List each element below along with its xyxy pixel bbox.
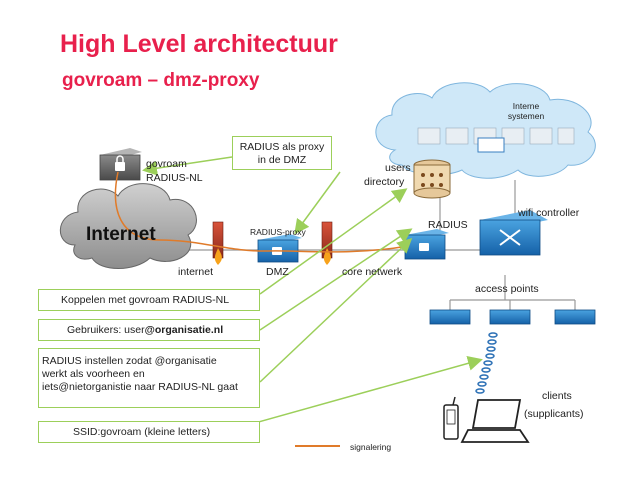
interne-systemen-label: Interne systemen <box>507 101 545 121</box>
clients-label-2: (supplicants) <box>524 408 584 420</box>
callout-arrows <box>142 156 483 431</box>
ssid-text: SSID:govroam (kleine letters) <box>73 426 211 438</box>
access-point-1-icon <box>429 309 471 325</box>
slide-title: High Level architectuur <box>60 30 338 58</box>
radius-proxy-callout: RADIUS als proxy in de DMZ <box>232 136 332 170</box>
wireless-signal-icon <box>475 332 498 394</box>
firewall-left-icon <box>212 221 224 265</box>
interne-systemen-cloud-icon <box>375 82 596 179</box>
laptop-icon <box>460 399 530 443</box>
ssid-box: SSID:govroam (kleine letters) <box>38 421 260 443</box>
legend-signalering-label: signalering <box>350 442 392 452</box>
koppelen-box: Koppelen met govroam RADIUS-NL <box>38 289 260 311</box>
govroam-radius-nl-device-icon <box>99 148 142 181</box>
phone-icon <box>443 396 459 440</box>
access-point-3-icon <box>554 309 596 325</box>
radius-instellen-line-1: RADIUS instellen zodat @organisatie <box>42 355 217 367</box>
gebruikers-domain: @organisatie.nl <box>144 324 224 336</box>
radius-device-label: RADIUS <box>428 219 468 231</box>
access-point-2-icon <box>489 309 531 325</box>
signal-route <box>114 171 409 253</box>
radius-proxy-callout-line-2: in de DMZ <box>257 154 307 166</box>
users-directory-icon <box>413 159 451 199</box>
zone-internet-label: internet <box>178 266 214 278</box>
radius-instellen-line-3: iets@nietorganistie naar RADIUS-NL gaat <box>42 381 238 393</box>
slide-subtitle: govroam – dmz-proxy <box>62 70 260 91</box>
users-directory-label-2: directory <box>364 176 405 188</box>
wifi-controller-icon <box>479 210 548 256</box>
koppelen-text: Koppelen met govroam RADIUS-NL <box>61 294 230 306</box>
access-points-label: access points <box>475 283 539 295</box>
internet-cloud-label: Internet <box>86 224 156 245</box>
radius-proxy-device-label: RADIUS-proxy <box>250 227 306 237</box>
clients-label-1: clients <box>542 390 572 402</box>
radius-instellen-line-2: werkt als voorheen en <box>42 368 145 380</box>
gebruikers-prefix: Gebruikers: user <box>67 324 145 336</box>
zone-core-netwerk-label: core netwerk <box>342 266 403 278</box>
wifi-controller-label: wifi controller <box>518 207 580 219</box>
govroam-radius-nl-label-1: govroam <box>146 158 187 170</box>
radius-device-icon <box>404 229 449 260</box>
radius-proxy-callout-line-1: RADIUS als proxy <box>239 141 325 153</box>
gebruikers-box: Gebruikers: user@organisatie.nl <box>38 319 260 341</box>
radius-instellen-box: RADIUS instellen zodat @organisatie werk… <box>38 348 260 408</box>
users-directory-label-1: users <box>385 162 411 174</box>
govroam-radius-nl-label-2: RADIUS-NL <box>146 172 203 184</box>
zone-dmz-label: DMZ <box>266 266 289 278</box>
internet-cloud-icon <box>59 183 197 269</box>
